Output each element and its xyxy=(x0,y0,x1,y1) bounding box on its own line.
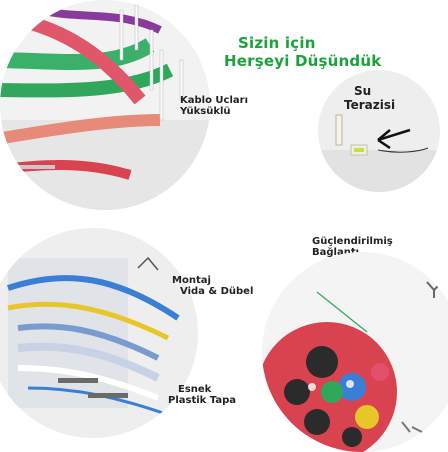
cable-tips-label: Kablo Ucları Yüksüklü xyxy=(180,95,248,117)
plug-label-line-2: Plastik Tapa xyxy=(168,395,236,406)
cable-tips-illustration xyxy=(0,0,210,210)
spirit-level-label: Su Terazisi xyxy=(344,84,395,112)
reinforced-connection-photo xyxy=(262,252,448,452)
reinforced-connection-illustration xyxy=(262,252,448,452)
spirit-level-label-line-2: Terazisi xyxy=(344,98,396,112)
cable-tips-label-line-1: Kablo Ucları xyxy=(180,95,249,106)
headline: Sizin için Herşeyi Düşündük xyxy=(224,34,381,70)
mounting-label-line-1: Montaj xyxy=(172,275,211,286)
reinforced-connection-label-line-1: Güçlendirilmiş xyxy=(312,236,393,247)
cable-tips-label-line-2: Yüksüklü xyxy=(180,106,231,117)
spirit-level-label-line-1: Su xyxy=(354,84,372,98)
headline-line-1: Sizin için xyxy=(238,34,316,52)
plug-label: Esnek Plastik Tapa xyxy=(168,384,236,406)
reinforced-connection-label-line-2: Bağlantı xyxy=(312,247,360,258)
mounting-illustration xyxy=(0,228,198,438)
reinforced-connection-label: Güçlendirilmiş Bağlantı xyxy=(312,236,393,258)
cable-tips-photo xyxy=(0,0,210,210)
mounting-photo xyxy=(0,228,198,438)
plug-label-line-1: Esnek xyxy=(178,384,212,395)
mounting-label: Montaj Vida & Dübel xyxy=(172,275,253,297)
headline-line-2: Herşeyi Düşündük xyxy=(224,52,382,70)
mounting-label-line-2: Vida & Dübel xyxy=(180,286,254,297)
